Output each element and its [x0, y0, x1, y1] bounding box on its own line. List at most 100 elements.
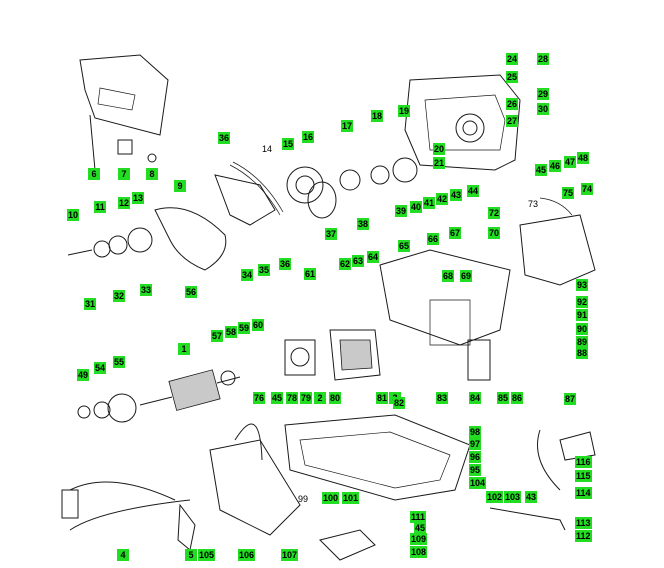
callout-54: 54 [94, 362, 107, 374]
callout-68: 68 [442, 270, 455, 282]
callout-72: 72 [488, 207, 501, 219]
callout-56: 56 [185, 286, 198, 298]
callout-27: 27 [506, 115, 519, 127]
callout-60: 60 [252, 319, 265, 331]
callout-75: 75 [562, 187, 575, 199]
stator-part [329, 329, 381, 381]
callout-107: 107 [281, 549, 299, 561]
callout-49: 49 [77, 369, 90, 381]
callout-104: 104 [469, 477, 487, 489]
callout-109: 109 [410, 533, 428, 545]
callout-45c: 45 [414, 522, 427, 534]
callout-84: 84 [469, 392, 482, 404]
callout-45: 45 [535, 164, 548, 176]
callout-29: 29 [537, 88, 550, 100]
callout-58: 58 [225, 326, 238, 338]
callout-82: 82 [393, 397, 406, 409]
callout-30: 30 [537, 103, 550, 115]
callout-70: 70 [488, 227, 501, 239]
callout-47: 47 [564, 156, 577, 168]
chain-part [229, 164, 281, 216]
callout-12: 12 [118, 197, 131, 209]
callout-64: 64 [367, 251, 380, 263]
callout-79: 79 [300, 392, 313, 404]
callout-76: 76 [253, 392, 266, 404]
callout-35: 35 [258, 264, 271, 276]
callout-65: 65 [398, 240, 411, 252]
callout-115: 115 [575, 470, 592, 482]
fan-part [107, 393, 137, 423]
callout-88: 88 [576, 347, 589, 359]
callout-81: 81 [376, 392, 389, 404]
callout-36b: 36 [279, 258, 292, 270]
label-99: 99 [298, 494, 309, 504]
gearbox-housing-part [379, 249, 511, 346]
callout-2: 2 [314, 392, 326, 404]
callout-83: 83 [436, 392, 449, 404]
callout-26: 26 [506, 98, 519, 110]
plate-part [467, 339, 491, 381]
callout-112: 112 [575, 530, 592, 542]
callout-17: 17 [341, 120, 354, 132]
lever-plate-part [214, 174, 276, 226]
flange-part [286, 166, 324, 204]
callout-6: 6 [88, 168, 100, 180]
callout-62: 62 [339, 258, 352, 270]
callout-69: 69 [460, 270, 473, 282]
motor-housing-part [404, 74, 521, 171]
callout-41: 41 [423, 197, 436, 209]
callout-108: 108 [410, 546, 428, 558]
allen-key-part [489, 507, 566, 531]
blade-guard-cover-part [79, 54, 169, 171]
callout-61: 61 [304, 268, 317, 280]
guide-part [537, 429, 561, 491]
callout-57: 57 [211, 330, 224, 342]
callout-96: 96 [469, 451, 482, 463]
callout-95: 95 [469, 464, 482, 476]
callout-9: 9 [174, 180, 186, 192]
gear-part [392, 157, 418, 183]
callout-11: 11 [94, 201, 106, 213]
callout-101: 101 [342, 492, 360, 504]
base-guide-part [209, 439, 301, 536]
bearing-part [339, 169, 361, 191]
bearing-part [220, 370, 236, 386]
callout-92: 92 [576, 296, 589, 308]
callout-80: 80 [329, 392, 342, 404]
callout-67: 67 [449, 227, 462, 239]
lower-guard-part [154, 207, 227, 271]
riving-part [234, 423, 263, 461]
callout-90: 90 [576, 323, 589, 335]
callout-42: 42 [436, 193, 449, 205]
callout-86: 86 [511, 392, 524, 404]
callout-20: 20 [433, 143, 446, 155]
armature-part [139, 369, 241, 411]
base-plate-part [284, 414, 471, 501]
callout-32: 32 [113, 290, 126, 302]
label-73: 73 [528, 199, 539, 209]
bracket-part [284, 339, 316, 376]
callout-24: 24 [506, 53, 519, 65]
callout-36: 36 [218, 132, 231, 144]
label-14: 14 [262, 144, 273, 154]
callout-98: 98 [469, 426, 482, 438]
cord-part [69, 481, 176, 501]
callout-48: 48 [577, 152, 590, 164]
callout-15: 15 [282, 138, 295, 150]
callout-16: 16 [302, 131, 315, 143]
callout-19: 19 [398, 105, 411, 117]
callout-66: 66 [427, 233, 440, 245]
callout-106: 106 [238, 549, 256, 561]
callout-44: 44 [467, 185, 480, 197]
callout-5: 5 [185, 549, 197, 561]
callout-39: 39 [395, 205, 408, 217]
callout-37: 37 [325, 228, 338, 240]
clamp-part [319, 529, 376, 561]
callout-28: 28 [537, 53, 550, 65]
callout-18: 18 [371, 110, 384, 122]
callout-13: 13 [132, 192, 145, 204]
clip-part [117, 139, 133, 155]
callout-43: 43 [450, 189, 463, 201]
